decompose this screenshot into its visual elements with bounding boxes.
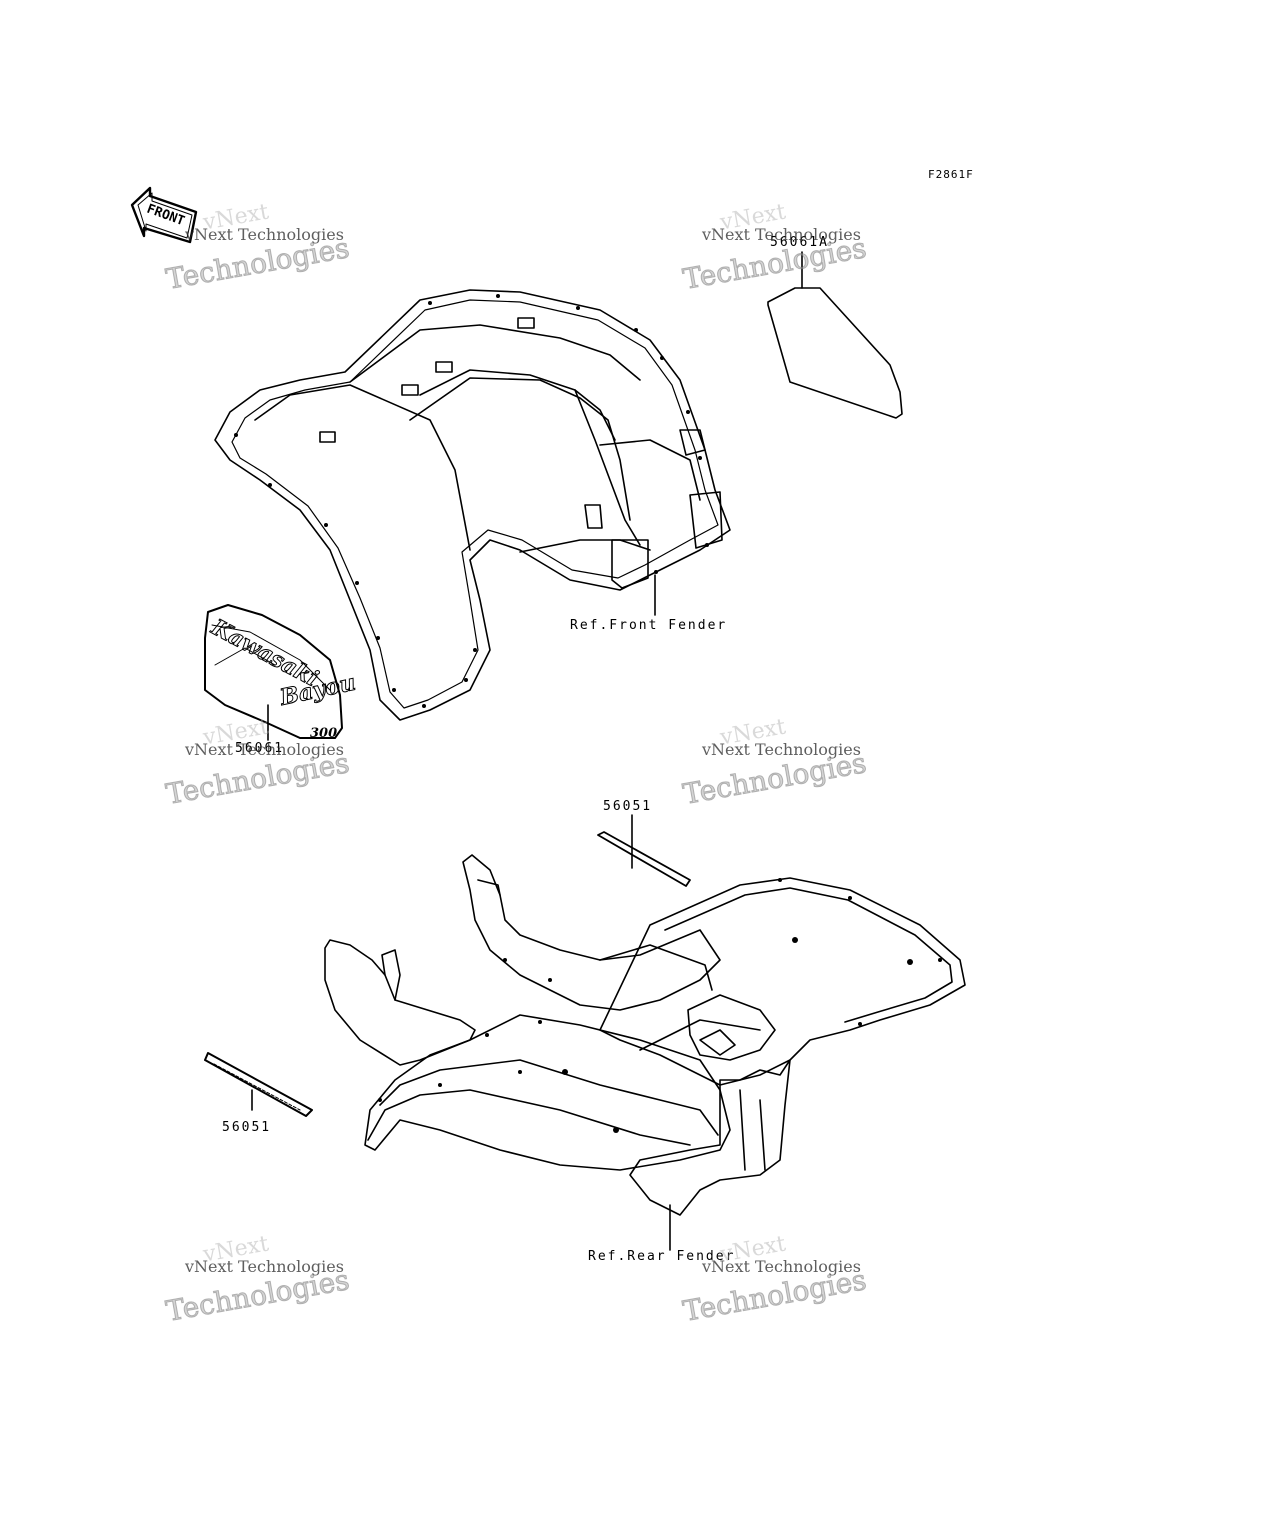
figure-code: F2861F <box>928 168 974 181</box>
label-ref-front-fender: Ref.Front Fender <box>570 618 728 633</box>
decal-56061a <box>767 251 903 419</box>
decal-number-text: 300 <box>310 726 337 741</box>
label-56051-left: 56051 <box>222 1120 272 1135</box>
label-56051-top: 56051 <box>603 799 653 814</box>
front-fender-drawing <box>214 289 731 721</box>
front-arrow-icon <box>130 186 198 244</box>
label-ref-rear-fender: Ref.Rear Fender <box>588 1249 736 1264</box>
stripe-56051-left <box>204 1052 313 1117</box>
rear-fender-drawing <box>324 854 966 1251</box>
stripe-56051-top <box>597 814 691 887</box>
decal-56061 <box>204 604 343 741</box>
decal-56061-lettering: Kawasaki Bayou 300 <box>206 613 359 741</box>
label-56061: 56061 <box>235 741 285 756</box>
label-56061a: 56061A <box>770 235 829 250</box>
